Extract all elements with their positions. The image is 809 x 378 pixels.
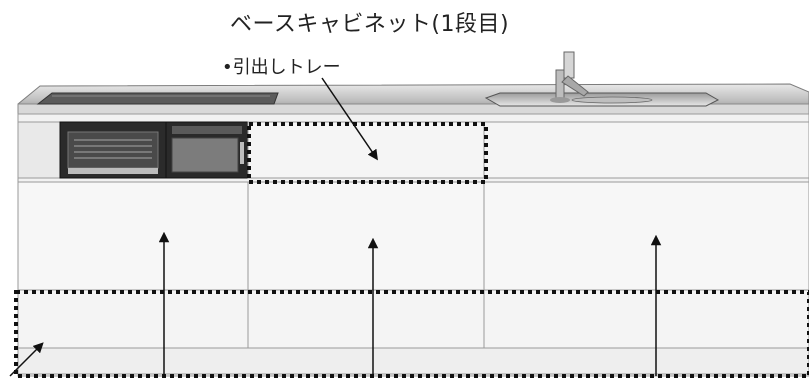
arrow-icon: [9, 342, 44, 377]
highlight-bottom-drawers: [14, 290, 809, 378]
side-panel: [17, 121, 61, 179]
top-drawer-right[interactable]: [483, 121, 809, 179]
large-drawer-right[interactable]: [483, 181, 809, 291]
large-drawer-middle[interactable]: [247, 181, 485, 291]
plinth: [17, 347, 809, 375]
section-title: ベースキャビネット(1段目): [230, 12, 510, 37]
sink-icon: [484, 92, 720, 107]
top-drawer-middle[interactable]: [247, 121, 485, 179]
oven-icon: [59, 121, 167, 179]
dishwasher-icon: [165, 121, 249, 179]
cooktop-icon: [36, 92, 279, 105]
bottom-drawer-middle[interactable]: [247, 289, 485, 349]
arrow-icon: [321, 77, 378, 161]
bottom-drawer-right[interactable]: [483, 289, 809, 349]
bottom-drawer-left[interactable]: [17, 289, 249, 349]
large-drawer-left[interactable]: [17, 181, 249, 291]
faucet-icon: [550, 51, 589, 103]
highlight-drawer-tray: [247, 122, 488, 184]
sub-label-drawer-tray: •引出しトレー: [222, 57, 341, 78]
